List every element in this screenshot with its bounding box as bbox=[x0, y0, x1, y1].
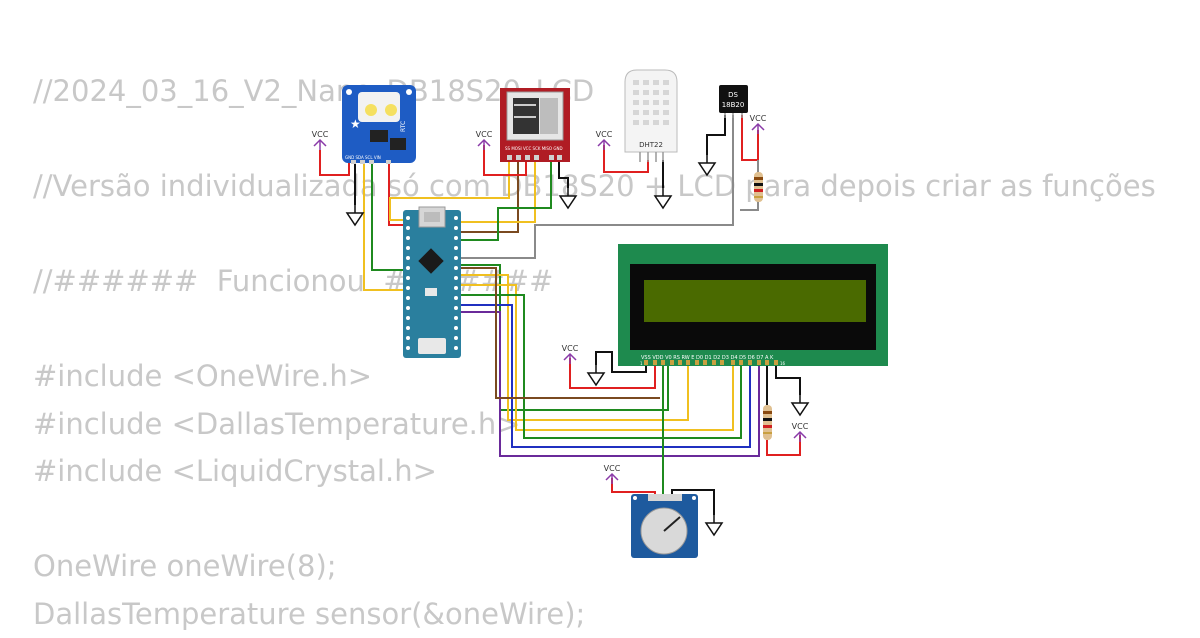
rtc-module[interactable]: ★ RTC GND SDA SCL VIN bbox=[342, 85, 416, 164]
ground-icon bbox=[655, 188, 671, 208]
resistor-lcd-backlight[interactable] bbox=[763, 405, 772, 440]
ground-icon bbox=[792, 395, 808, 415]
lcd-pin-labels: VSS VDD V0 RS RW E D0 D1 D2 D3 D4 D5 D6 … bbox=[641, 355, 774, 361]
vcc-label: VCC bbox=[792, 422, 809, 431]
sd-pin-labels: SS MOSI VCC SCK MISO GND bbox=[505, 146, 563, 151]
dht22-sensor[interactable]: DHT22 bbox=[625, 70, 677, 162]
star-icon: ★ bbox=[350, 117, 361, 131]
ground-icon bbox=[706, 515, 722, 535]
lcd-pin-last: 16 bbox=[780, 361, 786, 366]
ds18b20-sensor[interactable]: DS 18B20 bbox=[719, 85, 748, 118]
vcc-label: VCC bbox=[604, 464, 621, 473]
ground-icon bbox=[588, 365, 604, 385]
vcc-label: VCC bbox=[562, 344, 579, 353]
ds18b20-label-bottom: 18B20 bbox=[722, 101, 745, 109]
ground-icon bbox=[347, 205, 363, 225]
sd-card-module[interactable]: SS MOSI VCC SCK MISO GND bbox=[500, 88, 570, 162]
vcc-label: VCC bbox=[476, 130, 493, 139]
vcc-label: VCC bbox=[596, 130, 613, 139]
wire-lcd-k bbox=[776, 362, 800, 395]
ds18b20-label-top: DS bbox=[728, 91, 738, 99]
rtc-pin-labels: GND SDA SCL VIN bbox=[345, 155, 381, 160]
wire-sd-gnd bbox=[559, 160, 568, 188]
potentiometer[interactable] bbox=[631, 494, 698, 558]
rtc-label: RTC bbox=[400, 121, 407, 132]
vcc-label: VCC bbox=[750, 114, 767, 123]
wire-ds-gnd bbox=[707, 115, 725, 155]
dht22-label: DHT22 bbox=[639, 141, 663, 149]
ground-icon bbox=[560, 188, 576, 208]
lcd-16x2[interactable]: VSS VDD V0 RS RW E D0 D1 D2 D3 D4 D5 D6 … bbox=[618, 244, 888, 366]
wire-sd-miso bbox=[460, 160, 551, 240]
vcc-label: VCC bbox=[312, 130, 329, 139]
arduino-nano[interactable] bbox=[403, 207, 461, 358]
ground-icon bbox=[699, 155, 715, 175]
resistor-ds18b20[interactable] bbox=[754, 172, 763, 202]
wire-rtc-vin bbox=[389, 160, 405, 225]
